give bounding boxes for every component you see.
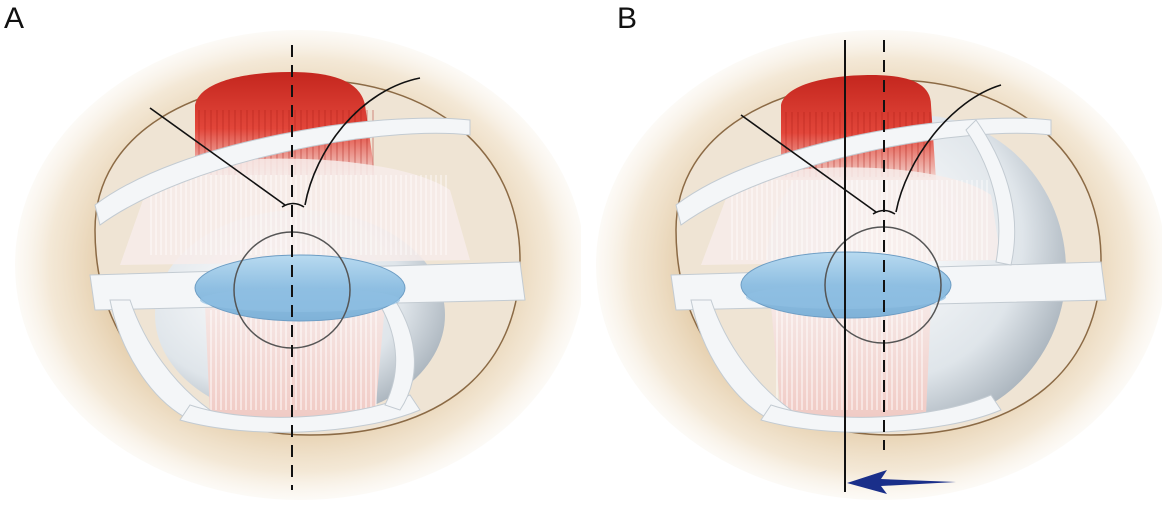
panel-b: B xyxy=(581,0,1162,527)
orbit-illustration-a xyxy=(15,30,581,500)
suture-knot xyxy=(281,202,305,208)
orbit-illustration-b xyxy=(596,30,1162,500)
fascial-fibers xyxy=(150,175,450,255)
right-vertical-band xyxy=(965,119,1016,266)
panel-label-a: A xyxy=(4,2,25,35)
panel-label-b: B xyxy=(617,2,638,35)
lens-rim xyxy=(200,288,400,312)
lower-band xyxy=(760,394,1002,433)
lower-band xyxy=(179,394,421,433)
suture-left xyxy=(740,114,877,213)
suture-left xyxy=(149,107,286,206)
inferior-fibers xyxy=(776,310,926,410)
suture-right xyxy=(895,84,1002,213)
fascial-fibers xyxy=(731,180,991,260)
suture-right xyxy=(304,77,421,206)
lower-right-band xyxy=(379,299,415,411)
inferior-fibers xyxy=(210,310,380,410)
panel-a: A xyxy=(4,2,581,500)
left-arrow-icon xyxy=(847,470,956,494)
